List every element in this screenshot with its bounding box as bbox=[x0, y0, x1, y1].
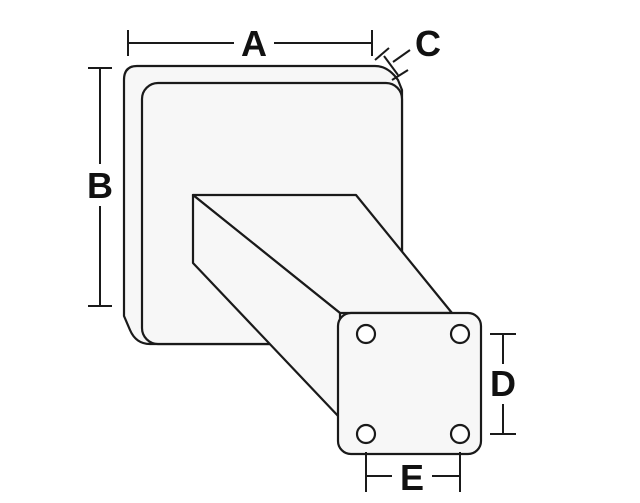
mounting-hole-bottom-left bbox=[355, 423, 377, 445]
mounting-hole-top-left bbox=[355, 323, 377, 345]
dimension-c-leader bbox=[392, 49, 411, 63]
dimension-label-c: C bbox=[415, 23, 441, 64]
dimension-c-line bbox=[383, 55, 399, 76]
dimension-label-d: D bbox=[490, 363, 516, 404]
dimension-c-tick-inner bbox=[374, 47, 390, 61]
dimension-e bbox=[365, 452, 461, 492]
dimension-label-a: A bbox=[241, 23, 267, 64]
mounting-plate-face bbox=[336, 311, 483, 456]
dimension-b bbox=[88, 67, 112, 307]
mounting-plate bbox=[336, 311, 483, 456]
mounting-hole-top-right bbox=[449, 323, 471, 345]
dimension-c bbox=[374, 47, 411, 81]
dimension-a bbox=[127, 30, 373, 56]
dimension-c-tick-outer bbox=[391, 69, 409, 81]
dimension-label-b: B bbox=[87, 165, 113, 206]
dimension-d bbox=[490, 333, 516, 435]
dimension-label-e: E bbox=[400, 457, 424, 498]
mounting-hole-bottom-right bbox=[449, 423, 471, 445]
